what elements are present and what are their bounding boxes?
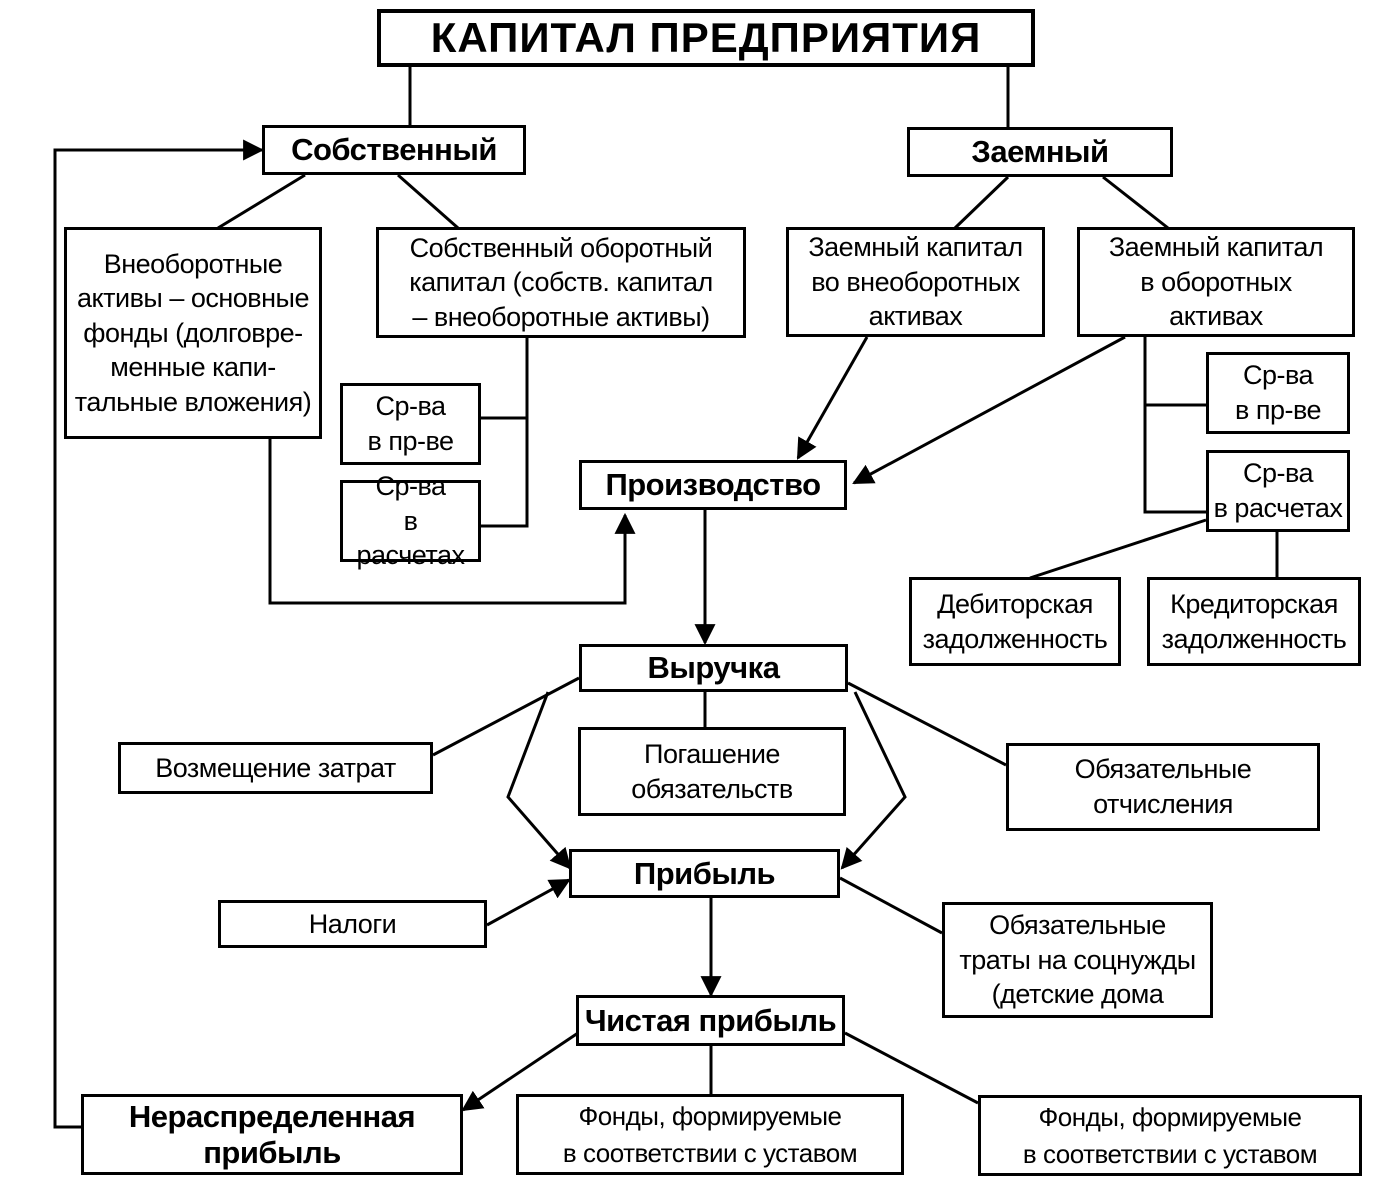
mandatory-deductions-box: Обязательные отчисления (1006, 743, 1320, 831)
line-revenue-deductions (847, 681, 1007, 767)
arrow-taxes-profit (486, 878, 571, 927)
line-borrowed-current (1102, 175, 1169, 230)
production-box: Производство (579, 460, 847, 510)
funds-box-2: Фонды, формируемые в соответствии с уста… (978, 1095, 1362, 1176)
noncurrent-assets-box: Внеоборотные активы – основные фонды (до… (64, 227, 322, 439)
funds-box-1: Фонды, формируемые в соответствии с уста… (516, 1094, 904, 1175)
arrow-revenue-profit-right (840, 691, 907, 870)
arrow-borrowed-noncurrent-production (796, 336, 869, 460)
social-expenses-box: Обязательные траты на соцнужды (детские … (942, 902, 1213, 1018)
own-funds-settlements-box: Ср-ва в расчетах (340, 471, 481, 570)
line-profit-social (839, 876, 943, 935)
receivables-box: Дебиторская задолженность (909, 577, 1121, 666)
taxes-box: Налоги (218, 900, 487, 948)
arrow-borrowed-current-production (852, 335, 1126, 485)
retained-earnings-box: Нераспределенная прибыль (81, 1094, 463, 1175)
borrowed-funds-settlements-box: Ср-ва в расчетах (1206, 450, 1350, 532)
borrowed-funds-production-box: Ср-ва в пр-ве (1206, 352, 1350, 434)
borrowed-noncurrent-box: Заемный капитал во внеоборотных активах (786, 227, 1045, 337)
arrow-net-retained (461, 1031, 579, 1112)
line-settlements-receivables (1029, 518, 1207, 580)
line-own-noncurrent (217, 173, 306, 230)
borrowed-current-box: Заемный капитал в оборотных активах (1077, 227, 1355, 337)
line-own-working (397, 173, 459, 230)
revenue-box: Выручка (579, 644, 848, 692)
line-current-bracket (1143, 337, 1206, 514)
net-profit-box: Чистая прибыль (576, 995, 845, 1046)
own-capital-box: Собственный (262, 125, 526, 175)
arrow-retained-own (53, 139, 265, 1129)
borrowed-capital-box: Заемный (907, 127, 1173, 177)
arrow-revenue-profit-left (506, 691, 572, 870)
cost-reimbursement-box: Возмещение затрат (118, 742, 433, 794)
line-net-funds2 (844, 1031, 979, 1105)
profit-box: Прибыль (569, 849, 840, 898)
arrow-noncurrent-production (268, 439, 636, 605)
line-borrowed-noncurrent (953, 175, 1010, 230)
line-working-bracket (481, 338, 529, 528)
own-working-capital-box: Собственный оборотный капитал (собств. к… (376, 227, 746, 338)
own-funds-production-box: Ср-ва в пр-ве (340, 383, 481, 465)
capital-title: КАПИТАЛ ПРЕДПРИЯТИЯ (377, 9, 1035, 67)
payables-box: Кредиторская задолженность (1147, 577, 1361, 666)
obligation-repayment-box: Погашение обязательств (578, 727, 846, 816)
line-revenue-costs (432, 676, 580, 757)
